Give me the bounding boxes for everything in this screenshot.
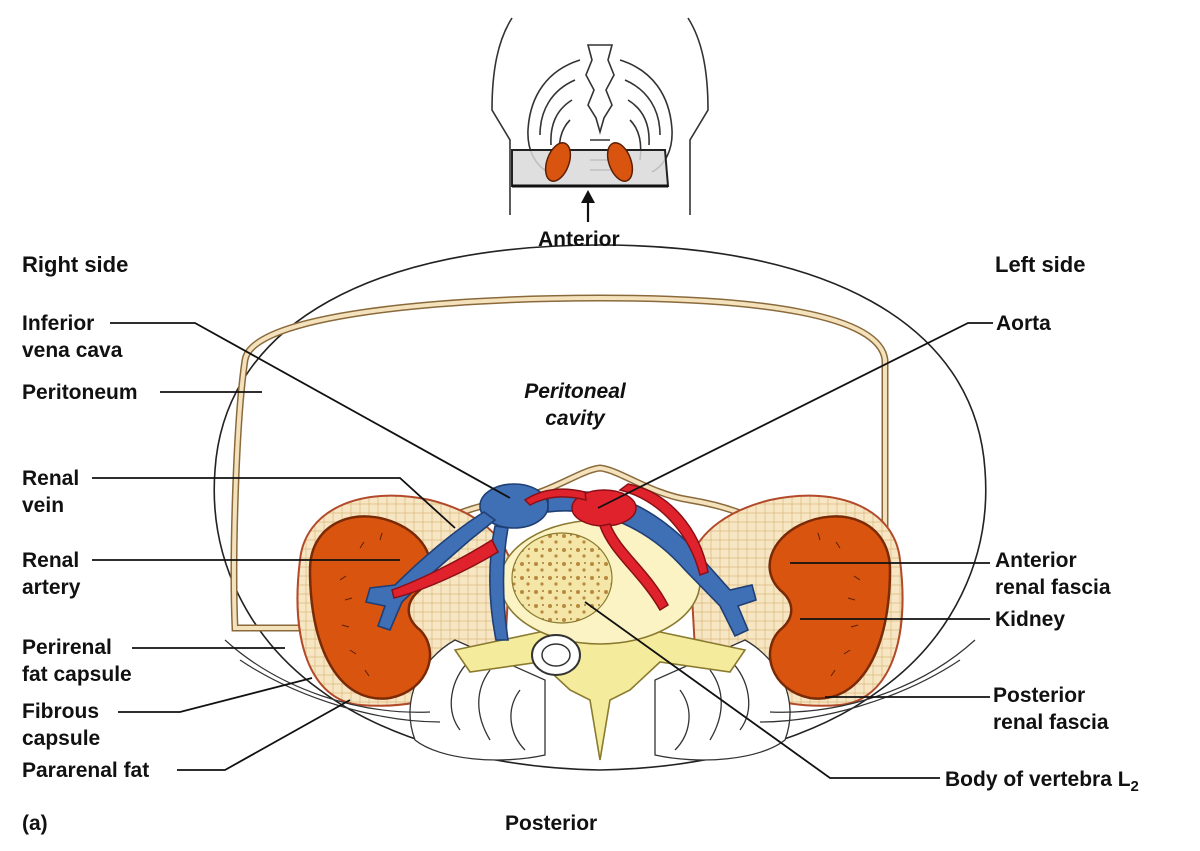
label-renal-vein-line2: vein: [22, 494, 65, 517]
spinal-cord: [531, 634, 581, 676]
ribcage-left: [527, 59, 581, 173]
leader-fibrous-capsule: [118, 677, 313, 713]
label-peritoneum: Peritoneum: [22, 381, 138, 404]
sternum: [585, 44, 615, 135]
leader-pararenal-fat: [177, 699, 351, 771]
label-right-side: Right side: [22, 252, 129, 277]
label-pararenal-fat: Pararenal fat: [22, 759, 150, 782]
kidney-right: [308, 515, 432, 700]
label-anterior-renal-fascia-line1: Anterior: [995, 549, 1077, 572]
thumb-kidney-left: [606, 142, 634, 182]
label-fibrous-capsule-line1: Fibrous: [22, 700, 99, 723]
vertebral-body-core: [511, 532, 613, 624]
label-posterior-renal-fascia-line1: Posterior: [993, 684, 1086, 707]
label-peritoneal-cavity: Peritoneal cavity: [505, 378, 645, 432]
leader-lines: [92, 322, 993, 779]
label-vertebra: Body of vertebra L2: [945, 766, 1139, 800]
label-panel: (a): [22, 812, 48, 835]
label-left-side: Left side: [995, 252, 1086, 277]
label-perirenal-fat-line1: Perirenal: [22, 636, 112, 659]
label-ivc-line2: vena cava: [22, 339, 123, 362]
anterior-arrow: [581, 190, 595, 222]
label-anterior: Anterior: [538, 228, 620, 251]
torso-thumbnail: [491, 17, 709, 215]
cross-section-plane: [511, 149, 670, 187]
label-peritoneal-cavity-line1: Peritoneal: [524, 380, 626, 403]
kidney-left: [768, 515, 892, 700]
thumb-kidney-right: [544, 142, 572, 182]
label-renal-artery-line1: Renal: [22, 549, 80, 572]
label-aorta: Aorta: [996, 312, 1051, 335]
renal-artery-left: [618, 483, 709, 576]
label-kidney: Kidney: [995, 608, 1066, 631]
label-ivc-line1: Inferior: [22, 312, 95, 335]
label-perirenal-fat: Perirenal fat capsule: [22, 634, 132, 688]
renal-vein-right: [364, 511, 497, 631]
kidney-hatching: [339, 532, 861, 677]
venous-system: [364, 483, 757, 641]
arterial-system: [391, 483, 709, 612]
label-vertebra-text: Body of vertebra L: [945, 768, 1131, 791]
label-anterior-renal-fascia: Anterior renal fascia: [995, 547, 1111, 601]
label-renal-vein: Renal vein: [22, 465, 79, 519]
label-fibrous-capsule: Fibrous capsule: [22, 698, 100, 752]
label-ivc: Inferior vena cava: [22, 310, 122, 364]
label-vertebra-sub: 2: [1130, 778, 1139, 796]
label-renal-vein-line1: Renal: [22, 467, 80, 490]
label-perirenal-fat-line2: fat capsule: [22, 663, 132, 686]
leader-renal-vein: [92, 477, 456, 529]
leader-aorta: [597, 322, 993, 509]
vertebra: [453, 519, 747, 761]
leader-ivc: [110, 322, 511, 499]
ribcage-right: [619, 59, 673, 173]
torso-outline: [491, 17, 709, 215]
label-posterior-renal-fascia-line2: renal fascia: [993, 711, 1109, 734]
label-posterior: Posterior: [505, 812, 598, 835]
label-posterior-renal-fascia: Posterior renal fascia: [993, 682, 1109, 736]
renal-artery-right: [391, 538, 499, 599]
label-anterior-renal-fascia-line2: renal fascia: [995, 576, 1111, 599]
label-peritoneal-cavity-line2: cavity: [545, 407, 605, 430]
label-renal-artery: Renal artery: [22, 547, 80, 601]
label-renal-artery-line2: artery: [22, 576, 81, 599]
leader-vertebra: [584, 601, 940, 779]
label-fibrous-capsule-line2: capsule: [22, 727, 101, 750]
